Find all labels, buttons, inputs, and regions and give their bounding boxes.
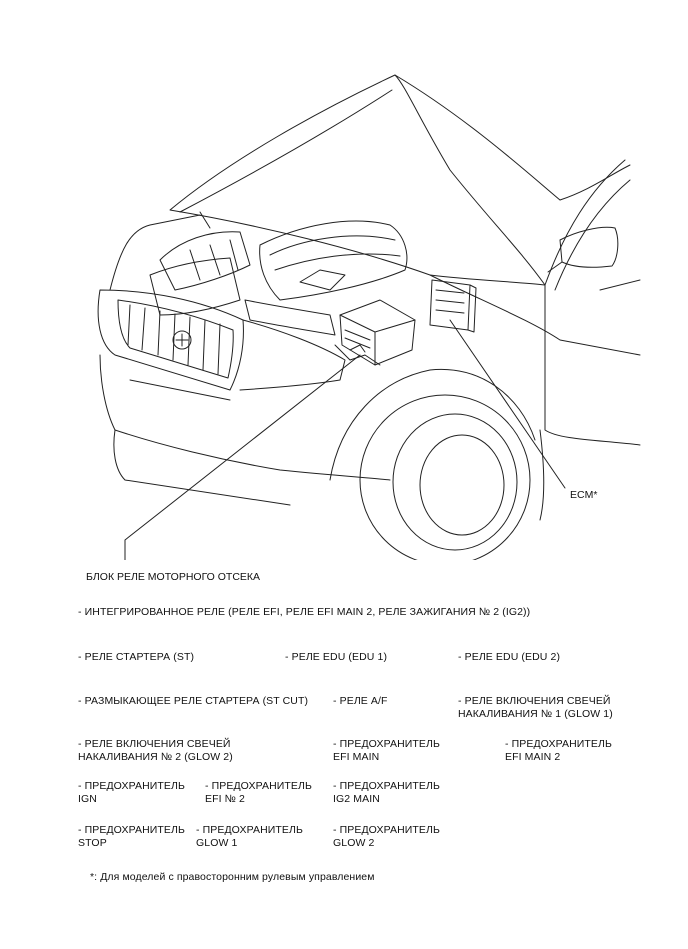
st-cut-relay-item: - РАЗМЫКАЮЩЕЕ РЕЛЕ СТАРТЕРА (ST CUT) <box>78 695 309 707</box>
windshield-and-pillar <box>544 159 631 291</box>
engine-relay-block <box>334 299 416 366</box>
ig2main-fuse-item: - ПРЕДОХРАНИТЕЛЬ IG2 MAIN <box>333 780 441 805</box>
edu-relay-1-item: - РЕЛЕ EDU (EDU 1) <box>285 651 388 663</box>
efi-main2-fuse-item: - ПРЕДОХРАНИТЕЛЬ EFI MAIN 2 <box>505 738 613 763</box>
headlight-bumper <box>99 319 391 506</box>
glow2-fuse-item: - ПРЕДОХРАНИТЕЛЬ GLOW 2 <box>333 824 441 849</box>
ecm-leader-line <box>449 319 566 489</box>
efi2-fuse-item: - ПРЕДОХРАНИТЕЛЬ EFI № 2 <box>205 780 313 805</box>
footnote: *: Для моделей с правосторонним рулевым … <box>90 871 375 883</box>
relay-block-callout-label: БЛОК РЕЛЕ МОТОРНОГО ОТСЕКА <box>86 571 261 583</box>
edu-relay-2-item: - РЕЛЕ EDU (EDU 2) <box>458 651 561 663</box>
glow2-relay-item: - РЕЛЕ ВКЛЮЧЕНИЯ СВЕЧЕЙ НАКАЛИВАНИЯ № 2 … <box>78 738 233 763</box>
stop-fuse-item: - ПРЕДОХРАНИТЕЛЬ STOP <box>78 824 186 849</box>
integrated-relay-item: - ИНТЕГРИРОВАННОЕ РЕЛЕ (РЕЛЕ EFI, РЕЛЕ E… <box>78 606 531 618</box>
ecm-unit <box>429 279 477 333</box>
relay-block-leader-line <box>124 354 361 560</box>
side-mirror <box>547 226 619 273</box>
front-wheel <box>329 368 536 560</box>
glow1-relay-item: - РЕЛЕ ВКЛЮЧЕНИЯ СВЕЧЕЙ НАКАЛИВАНИЯ № 1 … <box>458 695 613 720</box>
engine-components <box>149 220 408 336</box>
starter-relay-item: - РЕЛЕ СТАРТЕРА (ST) <box>78 651 195 663</box>
car-body-side <box>109 214 641 521</box>
efi-main-fuse-item: - ПРЕДОХРАНИТЕЛЬ EFI MAIN <box>333 738 441 763</box>
glow1-fuse-item: - ПРЕДОХРАНИТЕЛЬ GLOW 1 <box>196 824 304 849</box>
ign-fuse-item: - ПРЕДОХРАНИТЕЛЬ IGN <box>78 780 186 805</box>
ecm-callout-label: ECM* <box>570 489 598 501</box>
vehicle-engine-bay-illustration <box>97 74 641 560</box>
af-relay-item: - РЕЛЕ A/F <box>333 695 388 707</box>
front-grille <box>97 289 244 391</box>
